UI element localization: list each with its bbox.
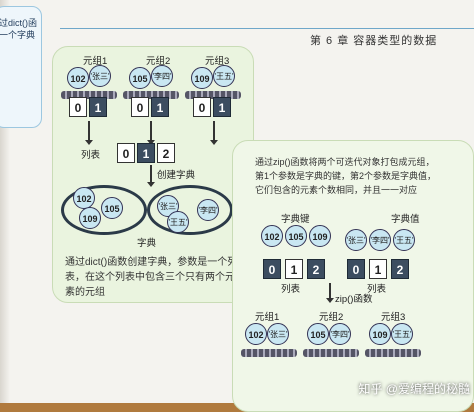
list-label: 列表: [81, 150, 101, 161]
previous-page-fragment: 过dict()函 一个字典: [0, 6, 42, 128]
zip-tuple2-chain: [303, 349, 359, 357]
dict-keys-ring: [61, 185, 147, 235]
zip-tuple3-chain: [365, 349, 421, 357]
tuple2-index-1: 1: [151, 97, 169, 117]
zip-tuple3-key: 109: [369, 323, 391, 345]
zip-function-label: zip()函数: [335, 294, 373, 305]
dict-value-lisi: '李四': [197, 199, 219, 221]
tuple2-label: 元组2: [146, 56, 171, 67]
dict-label: 字典: [137, 238, 157, 249]
arrow-tuple3-to-list: [210, 121, 218, 145]
zip-tuple3-value: '王五': [391, 323, 413, 345]
tuple3-key-balloon: 109: [191, 67, 213, 89]
list-index-0: 0: [117, 143, 135, 163]
tuple3-chain: [185, 91, 241, 99]
dict-value-wangwu: '王五': [167, 211, 189, 233]
key-balloon-109: 109: [309, 225, 331, 247]
tuple3-index-0: 0: [193, 97, 211, 117]
arrow-lists-to-zip: [326, 283, 334, 303]
list-index-1: 1: [137, 143, 155, 163]
tuple2-index-0: 0: [131, 97, 149, 117]
tuple2-chain: [123, 91, 179, 99]
panelB-caption: 通过zip()函数将两个可迭代对象打包成元组， 第1个参数是字典的键，第2个参数…: [255, 157, 437, 195]
values-list-index-0: 0: [347, 259, 365, 279]
zip-tuple2-value: '李四': [329, 323, 351, 345]
dict-key-105: 105: [101, 197, 123, 219]
header-rule: [60, 28, 474, 29]
zip-tuple1-label: 元组1: [255, 312, 280, 323]
prev-page-text: 过dict()函 一个字典: [0, 18, 37, 40]
zip-tuple2-key: 105: [307, 323, 329, 345]
tuple2-key-balloon: 105: [129, 67, 151, 89]
chapter-number: 第 6 章: [310, 35, 350, 47]
running-header: 第 6 章 容器类型的数据: [310, 32, 437, 48]
tuple3-value-balloon: '王五': [213, 65, 235, 87]
tuple2-value-balloon: '李四': [151, 65, 173, 87]
arrow-tuple1-to-list: [85, 121, 93, 145]
tuple1-chain: [61, 91, 117, 99]
page-spine-shadow: [0, 0, 10, 403]
zip-tuple1-key: 102: [245, 323, 267, 345]
keys-list-label: 列表: [281, 284, 301, 295]
key-balloon-105: 105: [285, 225, 307, 247]
values-label: 字典值: [391, 214, 420, 225]
dict-values-ring: [147, 185, 233, 235]
values-list-label: 列表: [367, 284, 387, 295]
dict-key-102: 102: [73, 187, 95, 209]
zip-tuple3-label: 元组3: [381, 312, 406, 323]
keys-list-index-2: 2: [307, 259, 325, 279]
tuple1-value-balloon: '张三': [89, 65, 111, 87]
tuple3-label: 元组3: [205, 56, 230, 67]
chapter-title: 容器类型的数据: [353, 35, 438, 47]
value-balloon-zhangsan: '张三': [345, 229, 367, 251]
tuple1-label: 元组1: [83, 56, 108, 67]
zip-tuple1-chain: [241, 349, 297, 357]
values-list-index-1: 1: [369, 259, 387, 279]
dict-function-panel: 元组1 元组2 元组3 102 '张三' 0 1 105 '李四' 0 1 10…: [52, 46, 254, 303]
zip-tuple2-label: 元组2: [319, 312, 344, 323]
tuple1-index-0: 0: [69, 97, 87, 117]
keys-list-index-0: 0: [263, 259, 281, 279]
tuple1-key-balloon: 102: [67, 67, 89, 89]
zip-function-panel: 通过zip()函数将两个可迭代对象打包成元组， 第1个参数是字典的键，第2个参数…: [232, 140, 474, 412]
keys-list-index-1: 1: [285, 259, 303, 279]
arrow-tuple2-to-list: [147, 121, 155, 145]
zip-tuple1-value: '张三': [267, 323, 289, 345]
tuple3-index-1: 1: [213, 97, 231, 117]
value-balloon-lisi: '李四': [369, 229, 391, 251]
dict-key-109: 109: [79, 207, 101, 229]
create-dict-label: 创建字典: [157, 170, 196, 181]
arrow-list-to-dict: [147, 165, 155, 187]
watermark: 知乎 @爱编程的秘髓: [358, 382, 470, 396]
values-list-index-2: 2: [391, 259, 409, 279]
panelA-caption: 通过dict()函数创建字典，参数是一个列 表，在这个列表中包含三个只有两个元 …: [65, 257, 238, 298]
value-balloon-wangwu: '王五': [393, 229, 415, 251]
tuple1-index-1: 1: [89, 97, 107, 117]
key-balloon-102: 102: [261, 225, 283, 247]
keys-label: 字典键: [281, 214, 310, 225]
list-index-2: 2: [157, 143, 175, 163]
